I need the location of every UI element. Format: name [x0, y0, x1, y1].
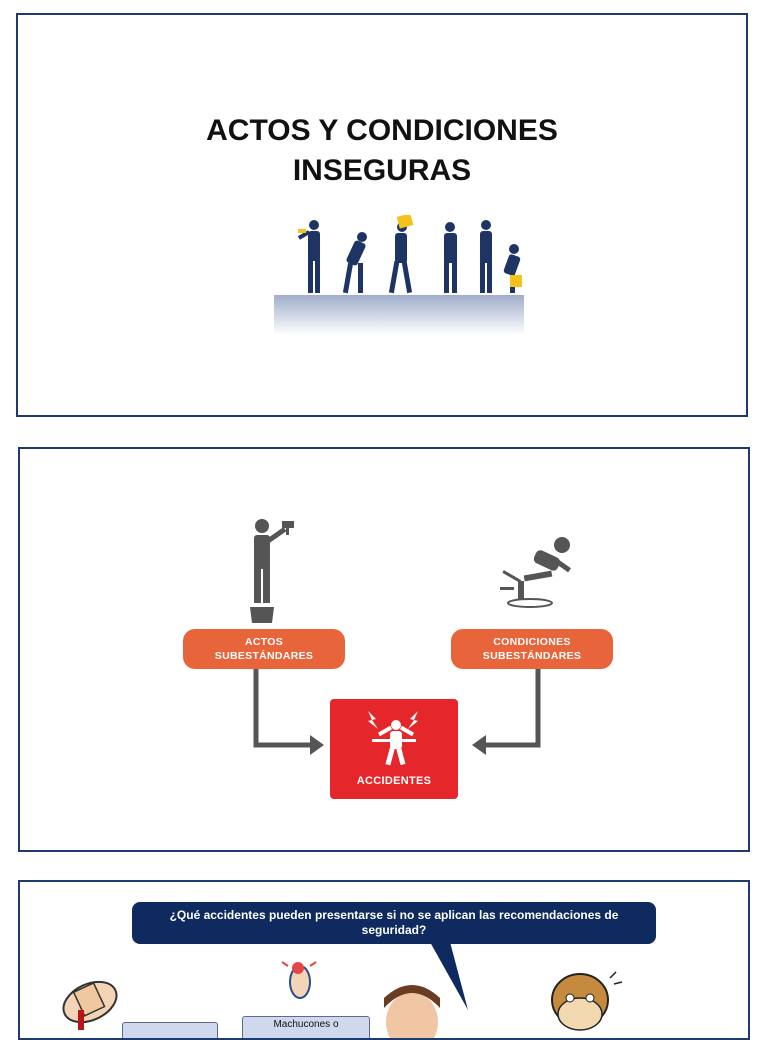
slide-accident-question: ¿Qué accidentes pueden presentarse si no… — [18, 880, 750, 1040]
angry-face-icon — [551, 971, 623, 1031]
slide-title: ACTOS Y CONDICIONES INSEGURAS — [16, 13, 748, 417]
title-line-2: INSEGURAS — [292, 154, 472, 187]
machucones-text: Machucones o — [273, 1019, 339, 1030]
actos-subestandares-label: ACTOS SUBESTÁNDARES — [183, 629, 345, 669]
worried-man-icon — [384, 985, 440, 1038]
actos-line-1: ACTOS — [244, 636, 284, 648]
injury-label-box — [122, 1022, 218, 1038]
question-line-1: ¿Qué accidentes pueden presentarse si no… — [169, 908, 619, 922]
bandaged-finger-icon — [62, 980, 118, 1030]
accidentes-box: ACCIDENTES — [330, 699, 458, 799]
slipping-person-icon — [500, 537, 571, 608]
flow-arrows — [253, 669, 541, 755]
arrow-right-icon — [310, 735, 324, 755]
actos-line-2: SUBESTÁNDARES — [214, 650, 314, 662]
electrocution-icon — [368, 711, 418, 766]
workers-silhouettes-image — [274, 215, 524, 335]
condiciones-line-1: CONDICIONES — [493, 636, 571, 648]
hammered-thumb-icon — [281, 961, 317, 999]
title-line-1: ACTOS Y CONDICIONES — [206, 114, 558, 147]
accidentes-label: ACCIDENTES — [356, 775, 432, 787]
slide-accident-causes: ACTOS SUBESTÁNDARES CONDICIONES SUBESTÁN… — [18, 447, 750, 852]
painter-on-bucket-icon — [250, 519, 294, 623]
machucones-label: Machucones o — [242, 1016, 370, 1038]
question-bubble: ¿Qué accidentes pueden presentarse si no… — [132, 902, 656, 944]
condiciones-line-2: SUBESTÁNDARES — [482, 650, 582, 662]
arrow-left-icon — [472, 735, 486, 755]
question-line-2: seguridad? — [361, 923, 427, 937]
bubble-tail — [430, 942, 468, 1010]
page-title: ACTOS Y CONDICIONES INSEGURAS — [18, 111, 746, 191]
slide3-illustrations — [62, 942, 623, 1038]
condiciones-subestandares-label: CONDICIONES SUBESTÁNDARES — [451, 629, 613, 669]
